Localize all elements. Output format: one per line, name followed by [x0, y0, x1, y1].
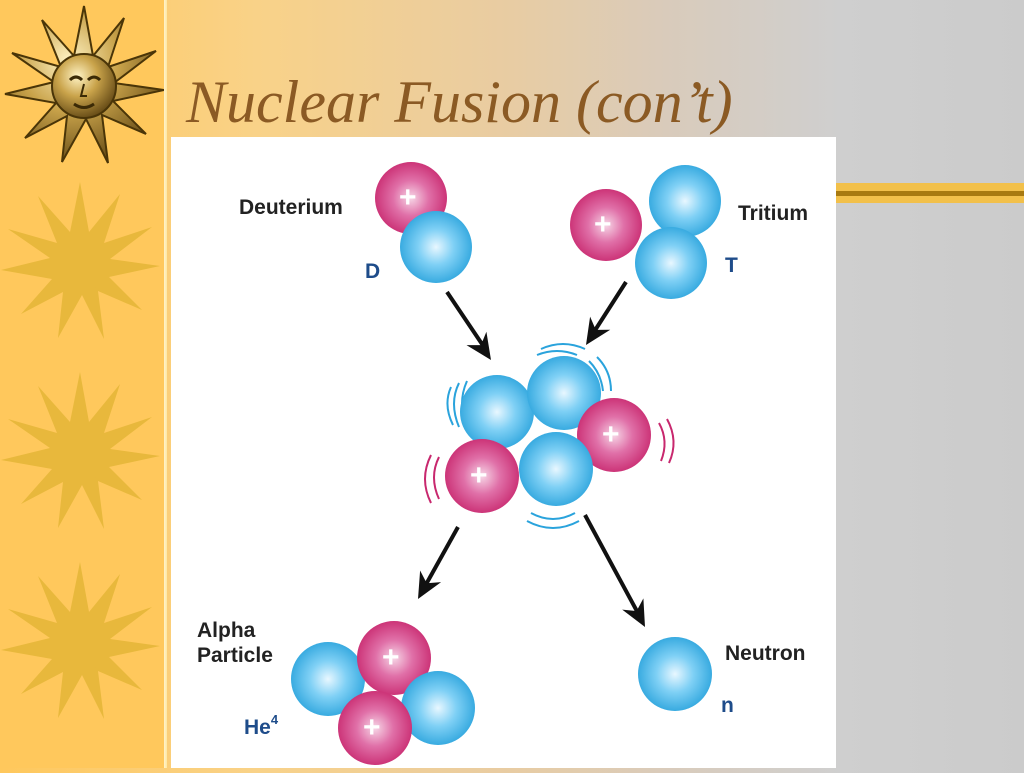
proton [338, 691, 412, 765]
neutron [291, 642, 365, 716]
deuterium-nucleus: + [375, 162, 472, 283]
neutron-label: Neutron [725, 642, 806, 665]
neutron [638, 637, 712, 711]
proton-plus: + [399, 181, 417, 214]
neutron-symbol: n [721, 694, 734, 717]
deuterium-symbol: D [365, 260, 380, 283]
sidebar-suns [1, 5, 164, 719]
alpha-symbol: He4 [244, 712, 279, 739]
fusion-diagram-canvas: + Deuterium D + Tritium T [197, 162, 808, 765]
proton-plus: + [363, 711, 381, 744]
neutron [635, 227, 707, 299]
neutron [519, 432, 593, 506]
alpha-symbol-base: He [244, 716, 271, 739]
proton-plus: + [602, 418, 620, 451]
arrow-deuterium-in [445, 290, 501, 367]
neutron [460, 375, 534, 449]
proton [577, 398, 651, 472]
sun-face-icon [4, 5, 164, 164]
neutron [401, 671, 475, 745]
arrow-alpha-out [407, 526, 460, 605]
arrow-neutron-out [583, 514, 656, 633]
arrow-tritium-in [575, 280, 628, 352]
free-neutron [638, 637, 712, 711]
compound-nucleus: + + [445, 356, 651, 513]
sun-icon [1, 562, 160, 719]
deuterium-label: Deuterium [239, 196, 343, 219]
vibration-lines [424, 343, 675, 529]
proton [570, 189, 642, 261]
proton [445, 439, 519, 513]
fusion-diagram: + Deuterium D + Tritium T [171, 137, 836, 768]
alpha-particle: + + [291, 621, 475, 765]
alpha-symbol-superscript: 4 [271, 712, 279, 727]
alpha-label-line1: Alpha [197, 619, 256, 642]
sun-icon [1, 182, 160, 339]
sidebar-decoration [0, 0, 164, 768]
sidebar-edge [164, 0, 167, 768]
tritium-nucleus: + [570, 165, 721, 299]
proton [357, 621, 431, 695]
neutron [400, 211, 472, 283]
title-rule [836, 183, 1024, 203]
sun-icon [1, 372, 160, 529]
neutron [527, 356, 601, 430]
neutron [649, 165, 721, 237]
proton-plus: + [594, 208, 612, 241]
tritium-label: Tritium [738, 202, 808, 225]
slide-title: Nuclear Fusion (con’t) [186, 69, 733, 135]
tritium-symbol: T [725, 254, 738, 277]
proton-plus: + [382, 641, 400, 674]
alpha-label-line2: Particle [197, 644, 273, 667]
proton-plus: + [470, 459, 488, 492]
